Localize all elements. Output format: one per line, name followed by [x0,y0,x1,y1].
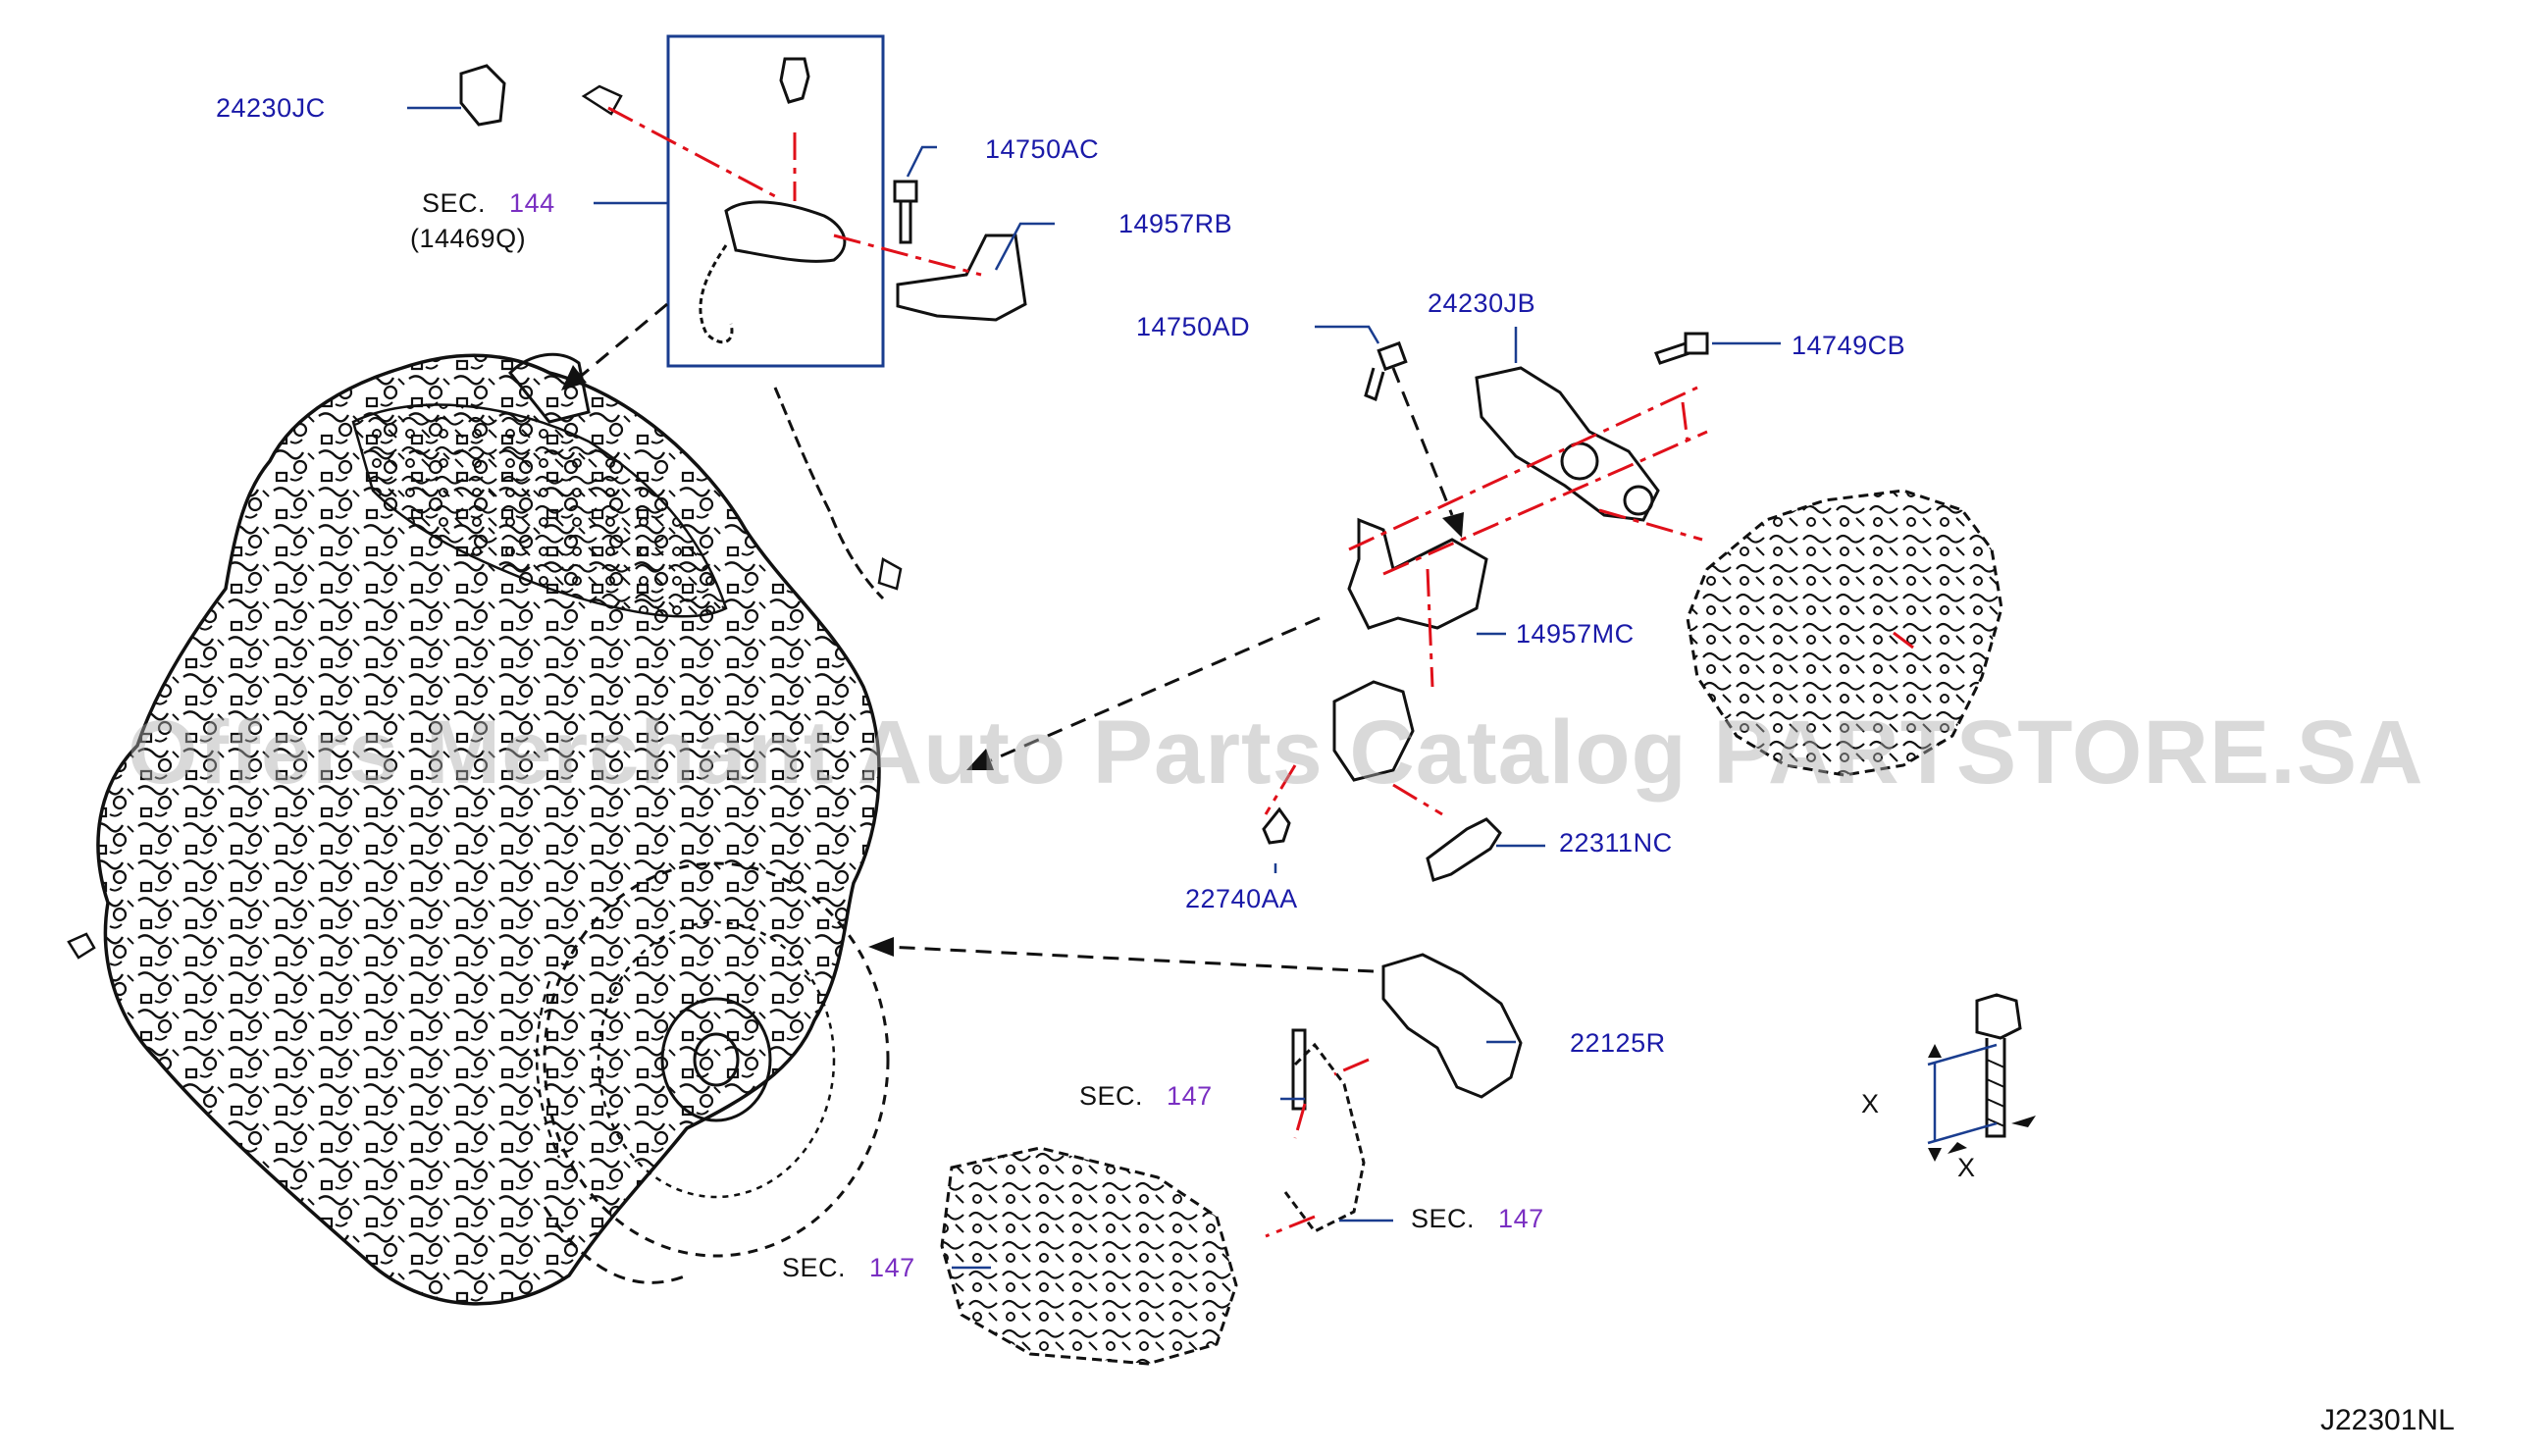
callout-14750AD[interactable]: 14750AD [1136,312,1251,341]
section-number: 144 [509,188,555,218]
transmission-assembly [67,352,890,1306]
callout-22311NC[interactable]: 22311NC [1559,828,1673,858]
bolt-14750AC-shape [893,180,918,244]
callout-14957MC[interactable]: 14957MC [1516,619,1635,649]
engine-block-fragment [1686,489,2003,777]
section-ref-144[interactable]: SEC. 144 [422,190,555,217]
section-prefix: SEC. [1079,1081,1144,1111]
section-ref-147-a[interactable]: SEC. 147 [1079,1083,1213,1110]
section-ref-147-c[interactable]: SEC. 147 [782,1255,915,1281]
bracket-22125R-shape [1381,953,1523,1099]
callout-22740AA[interactable]: 22740AA [1185,884,1298,913]
sensor-22311NC-shape [1426,817,1502,882]
dimension-label-x-vertical: X [1861,1089,1880,1118]
torque-converter [535,861,890,1258]
callout-14749CB[interactable]: 14749CB [1792,331,1906,360]
dimension-label-x-horizontal: X [1957,1153,1976,1182]
bracket-14957MC-shape [1347,517,1488,630]
arrow-heads [561,365,1464,957]
small-clip-shape [581,84,623,116]
clip-22740AA-shape [1262,806,1291,845]
hose-assembly [1283,1042,1366,1233]
callout-14750AC[interactable]: 14750AC [985,134,1100,164]
section-prefix: SEC. [1411,1204,1476,1233]
section-sub-code: (14469Q) [410,224,527,253]
watermark: Offers Merchant Auto Parts Catalog PARTS… [128,702,2424,803]
section-prefix: SEC. [422,188,487,218]
inset-box [666,34,885,368]
bracket-24230JB-shape [1475,366,1660,522]
callout-24230JB[interactable]: 24230JB [1428,288,1536,318]
bolt-14749CB-shape [1654,332,1709,365]
diagram-code: J22301NL [2320,1404,2455,1436]
sub-assembly-147 [940,1146,1238,1366]
section-number: 147 [1498,1204,1544,1233]
section-number: 147 [1167,1081,1213,1111]
assembly-arrows [578,302,1454,973]
pipe-assembly [773,387,903,600]
clip-24230JC-shape [459,64,506,127]
sensor-assembly-shape [1332,680,1415,782]
leader-lines [407,106,1781,1270]
pin-shape [1291,1028,1307,1111]
section-ref-147-b[interactable]: SEC. 147 [1411,1206,1544,1232]
bracket-14957RB-shape [896,234,1027,322]
callout-24230JC[interactable]: 24230JC [216,93,326,123]
callout-22125R[interactable]: 22125R [1570,1028,1666,1058]
section-number: 147 [869,1253,915,1282]
section-prefix: SEC. [782,1253,847,1282]
bolt-14750AD-shape [1364,340,1408,402]
bolt-dimension-detail [1927,993,2036,1162]
callout-14957RB[interactable]: 14957RB [1118,209,1233,238]
centerlines [607,106,1914,1238]
wiring-harness-bracket [699,57,847,344]
